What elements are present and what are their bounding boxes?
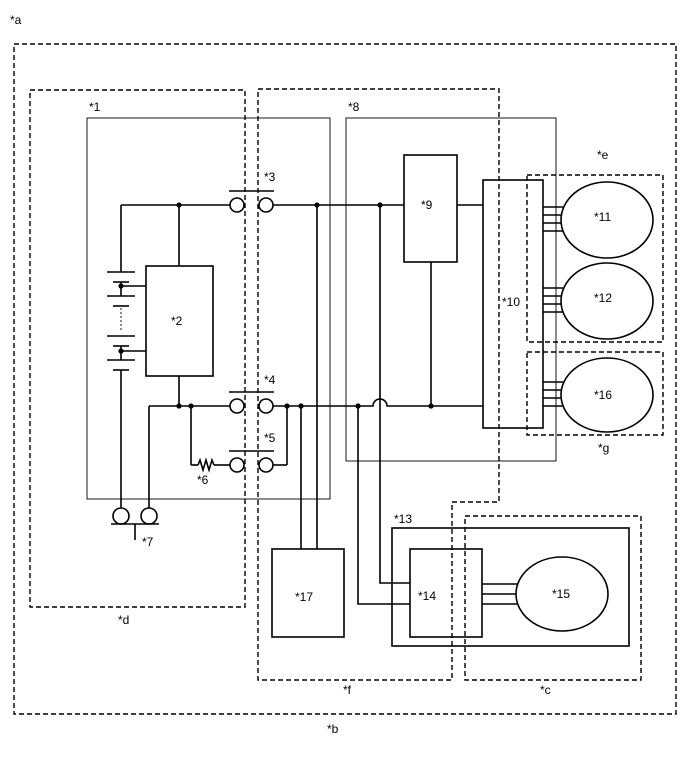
node: [176, 403, 182, 409]
region-e: [526, 174, 664, 343]
label-17: *17: [295, 590, 313, 604]
component-14-box: [409, 548, 483, 638]
label-b: *b: [327, 722, 339, 736]
wires-10-to-11: [543, 206, 563, 232]
node: [176, 202, 182, 208]
label-12: *12: [594, 291, 612, 305]
label-2: *2: [171, 314, 183, 328]
component-17-box: [271, 548, 345, 638]
wire-4-to-10: [273, 398, 483, 407]
component-11-ellipse: [560, 181, 654, 259]
wires-10-to-16: [543, 381, 563, 407]
relay-5-contacts: [229, 450, 274, 473]
region-d: [29, 89, 246, 608]
label-7: *7: [142, 535, 154, 549]
label-a: *a: [10, 13, 22, 27]
region-a: [13, 43, 677, 715]
component-8-enclosure: [345, 117, 557, 462]
label-c: *c: [540, 683, 551, 697]
component-16-ellipse: [560, 357, 654, 433]
label-10: *10: [502, 295, 520, 309]
node: [118, 348, 124, 354]
label-8: *8: [348, 100, 360, 114]
region-g: [526, 351, 664, 436]
wires-10-to-12: [543, 287, 563, 313]
component-12-ellipse: [560, 262, 654, 340]
label-4: *4: [264, 373, 276, 387]
label-1: *1: [89, 100, 101, 114]
resistor-6-symbol: [197, 457, 215, 473]
connector-7-symbol: [111, 507, 159, 540]
wire-14-a: [379, 205, 410, 584]
relay-3-contacts: [229, 190, 274, 213]
battery-symbol: [107, 205, 135, 508]
label-11: *11: [594, 210, 611, 224]
component-13-enclosure: [391, 527, 630, 647]
region-f: [257, 88, 500, 681]
label-d: *d: [118, 613, 129, 627]
label-16: *16: [594, 388, 612, 402]
label-6: *6: [197, 473, 209, 487]
label-3: *3: [264, 170, 276, 184]
label-f: *f: [343, 683, 352, 697]
label-14: *14: [418, 589, 436, 603]
relay-4-contacts: [229, 391, 274, 414]
component-1-enclosure: [86, 117, 331, 500]
label-13: *13: [394, 512, 412, 526]
label-g: *g: [598, 441, 609, 455]
label-5: *5: [264, 431, 276, 445]
label-e: *e: [597, 148, 609, 162]
label-15: *15: [552, 587, 570, 601]
node: [118, 283, 124, 289]
label-9: *9: [421, 198, 433, 212]
wire-14-b: [357, 406, 410, 605]
region-c: [464, 515, 642, 681]
